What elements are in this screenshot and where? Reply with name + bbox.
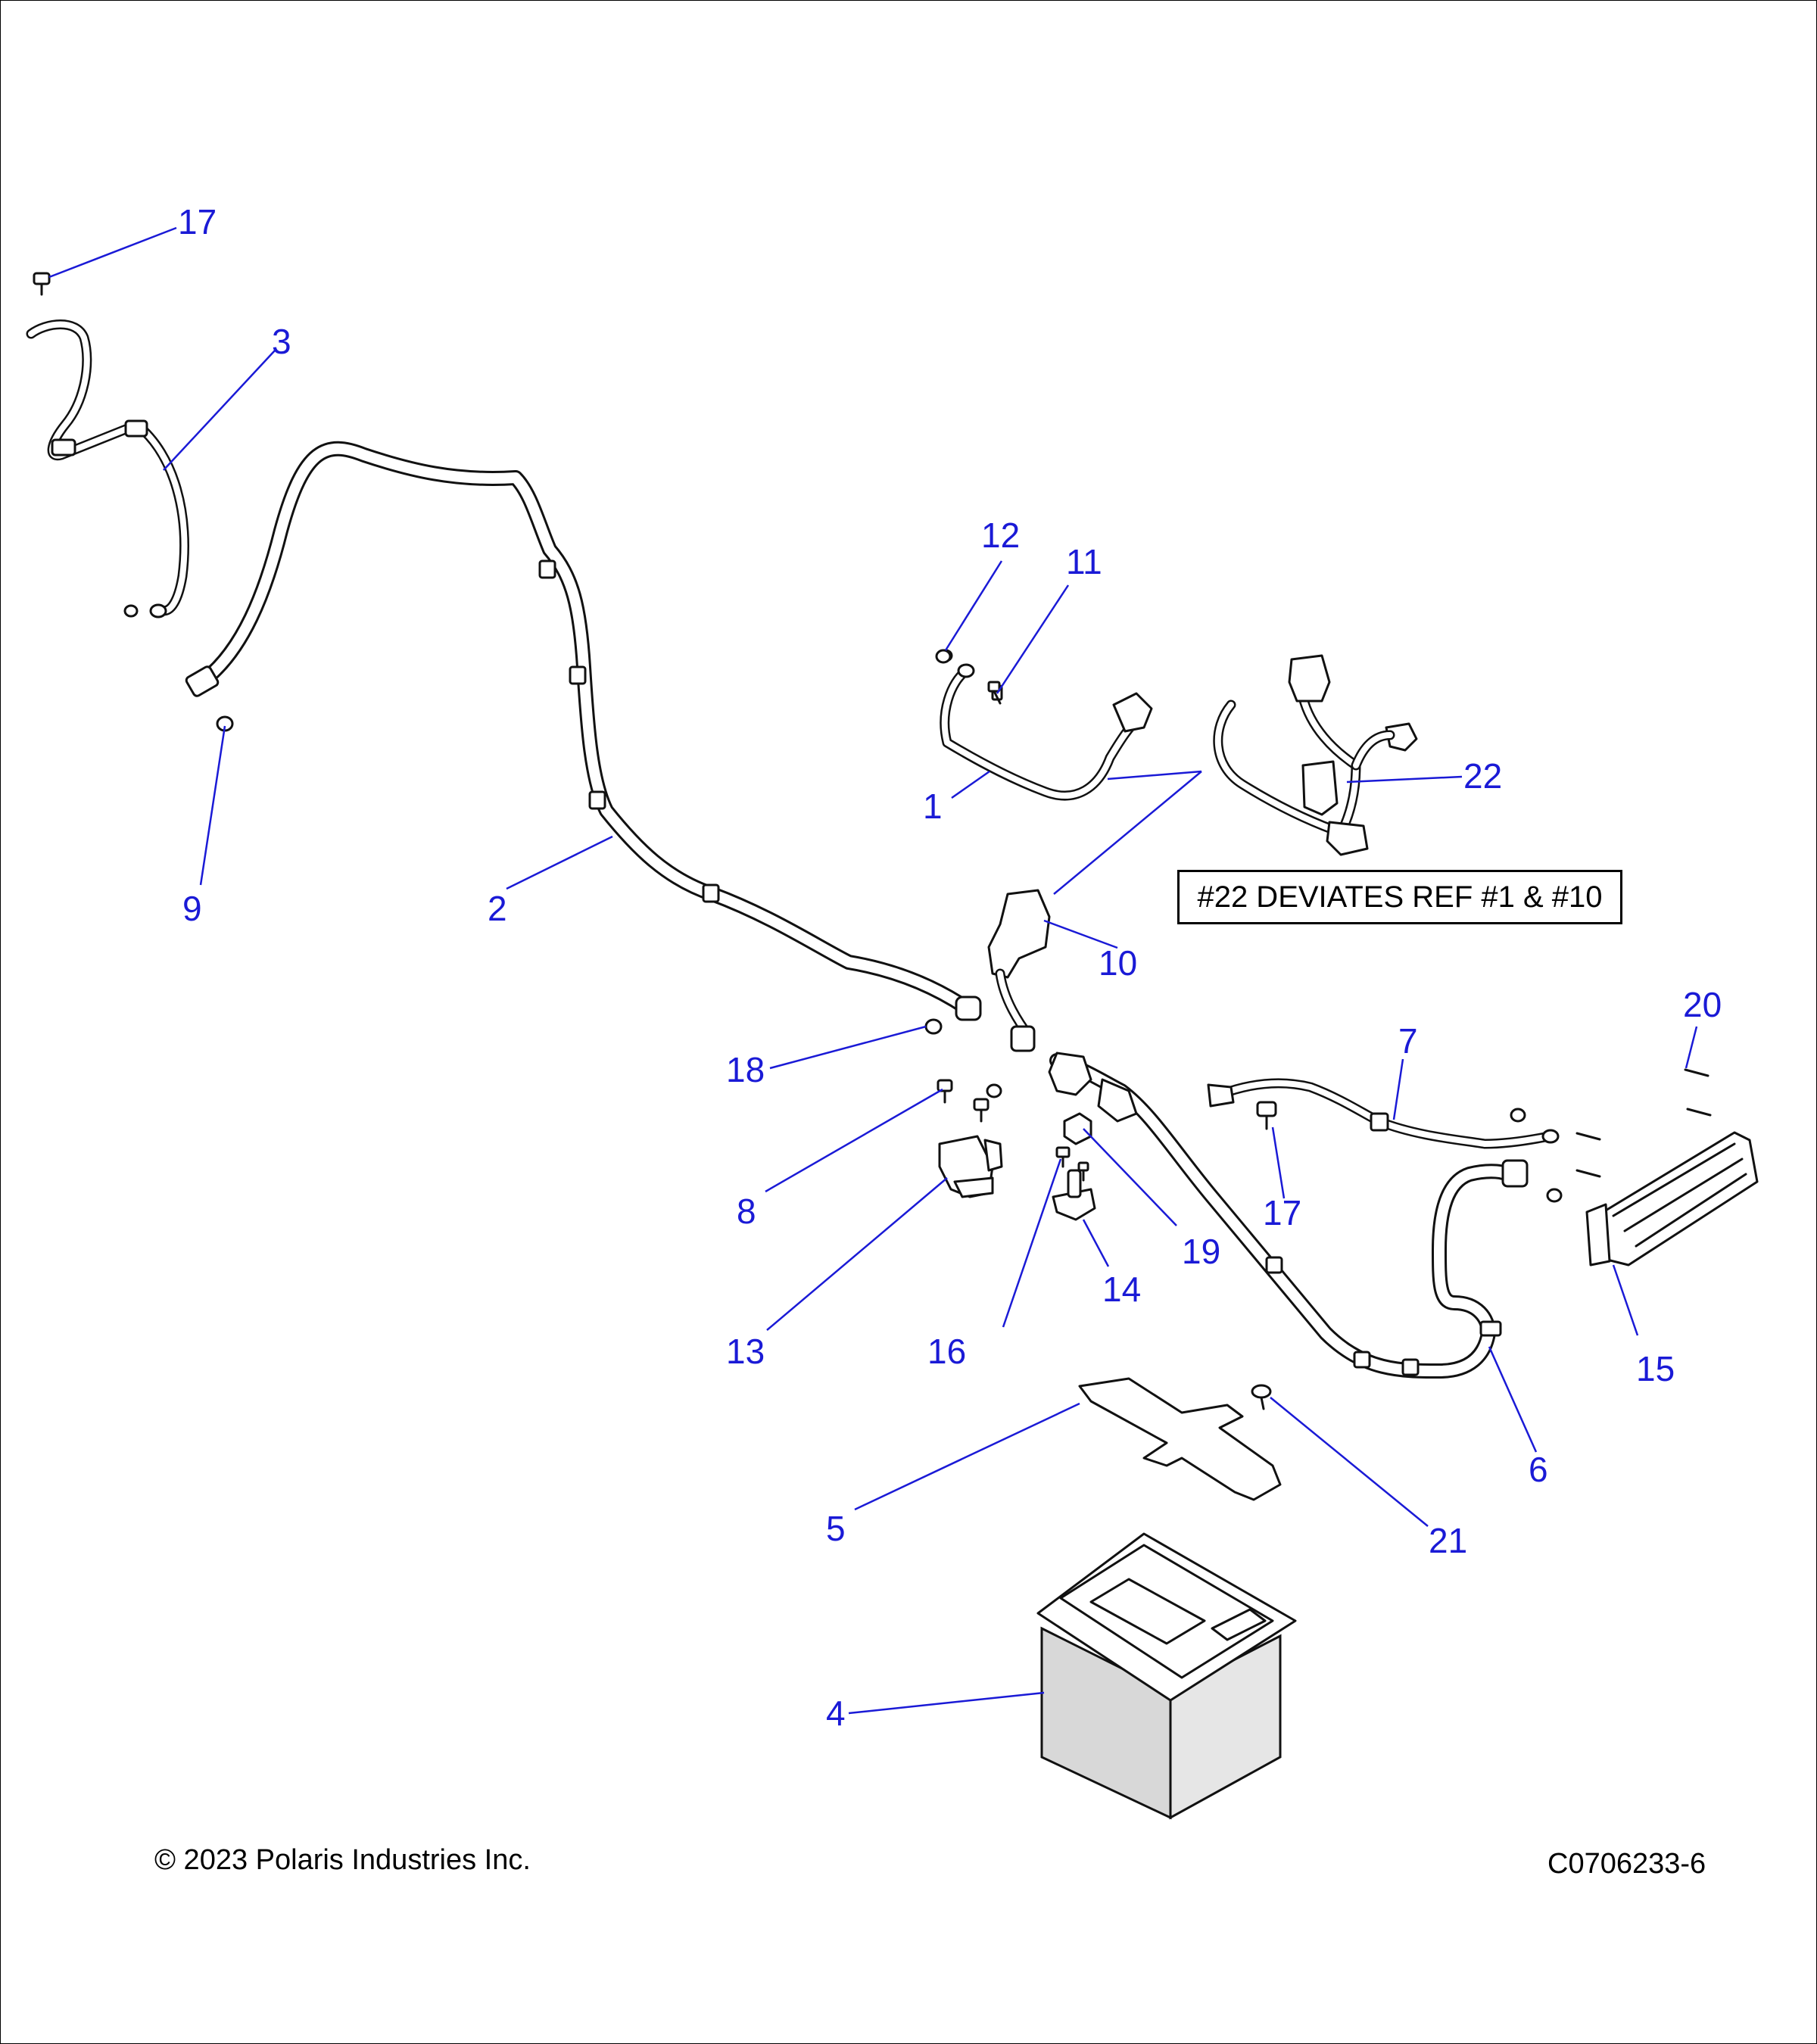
callout-17-top: 17 [178,202,217,241]
callout-2: 2 [488,889,507,928]
callout-4: 4 [826,1693,846,1733]
part-11-bolt [987,681,1002,705]
part-14-stud [1052,1169,1096,1221]
part-13-relay [938,1135,1003,1198]
part-17-bolt-top [33,272,51,296]
callout-22: 22 [1463,756,1502,796]
part-5-bracket [1078,1377,1282,1501]
callout-20: 20 [1683,985,1722,1024]
part-15-fuse-block [1585,1131,1759,1267]
callout-14: 14 [1102,1270,1141,1309]
part-10-boot [987,889,1051,1052]
part-6-cable [1048,1052,1529,1379]
deviation-note-text: #22 DEVIATES REF #1 & #10 [1197,880,1603,914]
callout-18: 18 [726,1050,765,1089]
part-17-bolt-mid [1256,1101,1277,1130]
callout-11: 11 [1066,542,1102,581]
part-12-nut [935,649,952,664]
callout-13: 13 [726,1332,765,1371]
callout-labels: 17 3 9 2 12 11 1 22 10 18 8 13 16 14 19 … [178,202,1722,1733]
drawing-number: C0706233-6 [1547,1848,1706,1880]
callout-15: 15 [1636,1349,1675,1388]
callout-3: 3 [272,322,291,361]
callout-12: 12 [981,516,1020,555]
part-2-main-cable [185,441,982,1021]
callout-1: 1 [923,787,943,826]
part-22-harness [1213,654,1418,856]
leader-lines [48,226,1698,1715]
part-7-cable [1207,1078,1560,1149]
part-18-nut [924,1018,943,1035]
callout-21: 21 [1429,1521,1467,1560]
callout-6: 6 [1529,1450,1548,1489]
part-3-ground-cable [26,319,189,618]
part-21-screw [1251,1384,1272,1410]
callout-17-mid: 17 [1263,1193,1301,1232]
deviation-note: #22 DEVIATES REF #1 & #10 [1177,870,1622,924]
copyright-text: © 2023 Polaris Industries Inc. [154,1844,531,1876]
callout-7: 7 [1398,1021,1418,1061]
part-16-screw [1055,1146,1089,1182]
part-20-screws [1510,1068,1712,1203]
part-19-nut [1063,1112,1092,1145]
callout-16: 16 [927,1332,966,1371]
part-8-bolts [937,1079,1002,1123]
part-1-cable [938,649,1153,801]
callout-5: 5 [826,1509,846,1548]
part-4-battery [1036,1532,1297,1820]
callout-10: 10 [1099,943,1137,983]
callout-9: 9 [182,889,202,928]
callout-19: 19 [1182,1232,1220,1271]
callout-8: 8 [737,1192,756,1231]
